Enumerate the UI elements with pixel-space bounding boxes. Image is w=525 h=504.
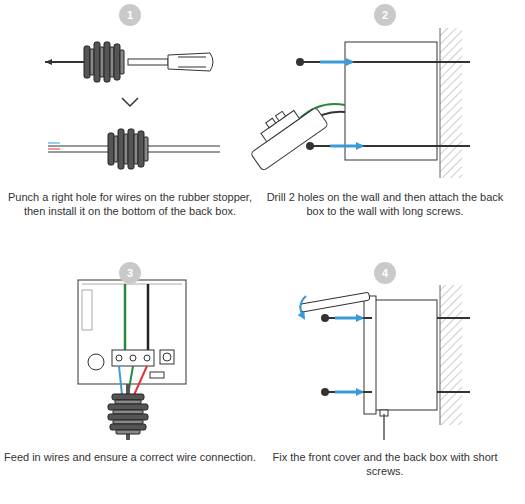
cover-step [300,285,470,440]
step-number-circle: 1 [119,4,141,26]
step-caption: Fix the front cover and the back box wit… [257,450,513,478]
step-number: 1 [127,10,133,21]
screwdriver-step [45,42,220,169]
step-number-circle: 2 [374,4,396,26]
step-number: 3 [127,268,133,279]
step-number-circle: 4 [374,262,396,284]
step-number: 2 [382,10,388,21]
wall-mount-step [241,28,470,178]
wiring-step [78,280,186,440]
step-number-circle: 3 [119,262,141,284]
step-caption: Drill 2 holes on the wall and then attac… [257,190,513,218]
step-caption: Punch a right hole for wires on the rubb… [2,190,258,218]
step-number: 4 [382,268,388,279]
step-caption: Feed in wires and ensure a correct wire … [2,450,258,464]
